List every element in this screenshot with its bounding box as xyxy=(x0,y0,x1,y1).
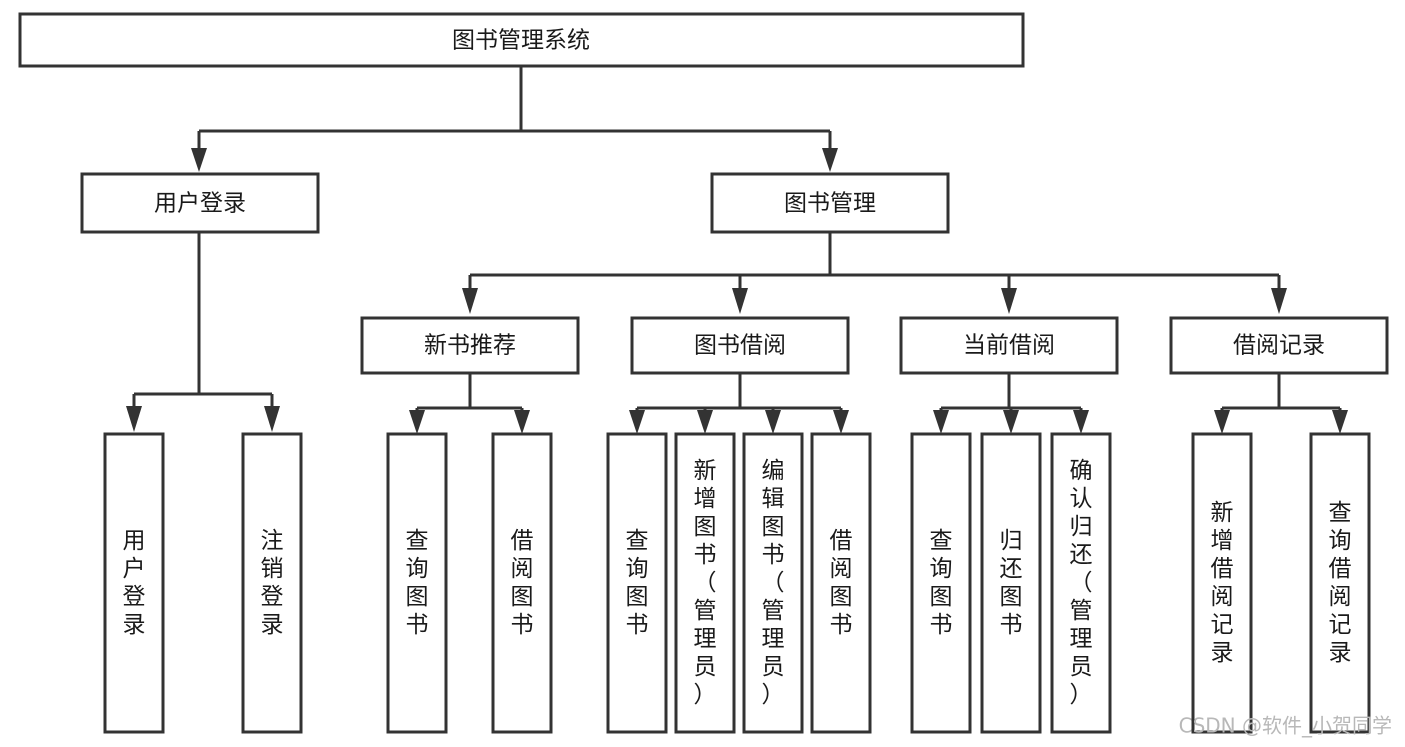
node-root-label: 图书管理系统 xyxy=(452,28,590,54)
node-borrow-records-label: 借阅记录 xyxy=(1233,333,1325,359)
connector-group-book-borrow xyxy=(629,373,849,434)
node-leaf-borrow-records-1-box[interactable] xyxy=(1191,432,1253,734)
node-leaf-current-borrow-1-box[interactable] xyxy=(910,432,972,734)
node-current-borrow-box[interactable] xyxy=(899,316,1119,375)
connector-group-user-login xyxy=(126,232,280,432)
arrow-records-child-1-icon xyxy=(1214,410,1230,434)
node-leaf-book-borrow-4-box[interactable] xyxy=(810,432,872,734)
arrow-newbook-child-2-icon xyxy=(514,410,530,434)
node-leaf-new-book-2-box[interactable] xyxy=(491,432,553,734)
node-leaf-current-borrow-3-label: 确认归还（管理员） xyxy=(1070,458,1093,708)
node-leaf-new-book-1-label: 查询图书 xyxy=(406,528,429,638)
node-borrow-records-box[interactable] xyxy=(1169,316,1389,375)
connector-group-borrow-records xyxy=(1214,373,1348,434)
watermark-label: CSDN @软件_小贺同学 xyxy=(1179,714,1392,738)
node-leaf-user-login-2[interactable]: 注销登录 xyxy=(241,432,303,734)
node-leaf-user-login-1-label: 用户登录 xyxy=(123,528,146,638)
node-current-borrow[interactable]: 当前借阅 xyxy=(899,316,1119,375)
node-user-login-label: 用户登录 xyxy=(154,191,246,217)
node-book-manage[interactable]: 图书管理 xyxy=(710,172,950,234)
node-leaf-user-login-2-label: 注销登录 xyxy=(261,528,284,638)
arrow-borrow-child-4-icon xyxy=(833,410,849,434)
node-leaf-book-borrow-1-box[interactable] xyxy=(606,432,668,734)
connector-group-root xyxy=(191,66,838,172)
arrow-borrow-child-2-icon xyxy=(697,410,713,434)
arrow-borrow-child-1-icon xyxy=(629,410,645,434)
arrow-records-child-2-icon xyxy=(1332,410,1348,434)
node-user-login[interactable]: 用户登录 xyxy=(80,172,320,234)
node-leaf-borrow-records-1-label: 新增借阅记录 xyxy=(1211,500,1234,666)
arrow-current-child-1-icon xyxy=(933,410,949,434)
node-leaf-current-borrow-2[interactable]: 归还图书 xyxy=(980,432,1042,734)
node-leaf-book-borrow-1-label: 查询图书 xyxy=(626,528,649,638)
node-leaf-borrow-records-2[interactable]: 查询借阅记录 xyxy=(1309,432,1371,734)
node-leaf-book-borrow-2-label: 新增图书（管理员） xyxy=(694,458,717,708)
node-leaf-book-borrow-2[interactable]: 新增图书（管理员） xyxy=(674,432,736,734)
arrow-root-to-login-icon xyxy=(191,148,207,172)
node-borrow-records[interactable]: 借阅记录 xyxy=(1169,316,1389,375)
arrow-manage-child-4-icon xyxy=(1271,288,1287,314)
node-user-login-box[interactable] xyxy=(80,172,320,234)
connector-group-current-borrow xyxy=(933,373,1089,434)
arrow-manage-child-2-icon xyxy=(732,288,748,314)
node-leaf-book-borrow-3[interactable]: 编辑图书（管理员） xyxy=(742,432,804,734)
node-leaf-current-borrow-2-box[interactable] xyxy=(980,432,1042,734)
connector-group-book-manage xyxy=(462,232,1287,314)
arrow-login-child-2-icon xyxy=(264,406,280,432)
node-leaf-new-book-1-box[interactable] xyxy=(386,432,448,734)
node-leaf-borrow-records-1[interactable]: 新增借阅记录 xyxy=(1191,432,1253,734)
node-new-book-recommend[interactable]: 新书推荐 xyxy=(360,316,580,375)
node-leaf-borrow-records-2-label: 查询借阅记录 xyxy=(1329,500,1352,666)
arrow-login-child-1-icon xyxy=(126,406,142,432)
node-leaf-book-borrow-3-box[interactable] xyxy=(742,432,804,734)
connector-group-new-book xyxy=(409,373,530,434)
node-leaf-book-borrow-4-label: 借阅图书 xyxy=(830,528,853,638)
arrow-current-child-2-icon xyxy=(1003,410,1019,434)
node-leaf-new-book-2[interactable]: 借阅图书 xyxy=(491,432,553,734)
arrow-newbook-child-1-icon xyxy=(409,410,425,434)
node-root[interactable]: 图书管理系统 xyxy=(18,12,1025,68)
node-leaf-current-borrow-3[interactable]: 确认归还（管理员） xyxy=(1050,432,1112,734)
node-leaf-book-borrow-3-label: 编辑图书（管理员） xyxy=(762,458,785,708)
node-leaf-current-borrow-3-box[interactable] xyxy=(1050,432,1112,734)
arrow-current-child-3-icon xyxy=(1073,410,1089,434)
node-new-book-recommend-box[interactable] xyxy=(360,316,580,375)
node-leaf-user-login-2-box[interactable] xyxy=(241,432,303,734)
arrow-root-to-manage-icon xyxy=(822,148,838,172)
node-leaf-user-login-1[interactable]: 用户登录 xyxy=(103,432,165,734)
arrow-manage-child-1-icon xyxy=(462,288,478,314)
node-book-borrow-box[interactable] xyxy=(630,316,850,375)
node-root-box[interactable] xyxy=(18,12,1025,68)
node-book-manage-label: 图书管理 xyxy=(784,191,876,217)
node-leaf-new-book-2-label: 借阅图书 xyxy=(511,528,534,638)
node-book-borrow-label: 图书借阅 xyxy=(694,333,786,359)
node-leaf-user-login-1-box[interactable] xyxy=(103,432,165,734)
node-book-borrow[interactable]: 图书借阅 xyxy=(630,316,850,375)
node-current-borrow-label: 当前借阅 xyxy=(963,333,1055,359)
node-leaf-current-borrow-1-label: 查询图书 xyxy=(930,528,953,638)
node-leaf-book-borrow-4[interactable]: 借阅图书 xyxy=(810,432,872,734)
arrow-borrow-child-3-icon xyxy=(765,410,781,434)
node-leaf-book-borrow-2-box[interactable] xyxy=(674,432,736,734)
node-book-manage-box[interactable] xyxy=(710,172,950,234)
node-leaf-borrow-records-2-box[interactable] xyxy=(1309,432,1371,734)
node-leaf-current-borrow-1[interactable]: 查询图书 xyxy=(910,432,972,734)
node-leaf-book-borrow-1[interactable]: 查询图书 xyxy=(606,432,668,734)
node-leaf-new-book-1[interactable]: 查询图书 xyxy=(386,432,448,734)
node-leaf-current-borrow-2-label: 归还图书 xyxy=(1000,528,1023,638)
node-new-book-recommend-label: 新书推荐 xyxy=(424,333,516,359)
arrow-manage-child-3-icon xyxy=(1001,288,1017,314)
